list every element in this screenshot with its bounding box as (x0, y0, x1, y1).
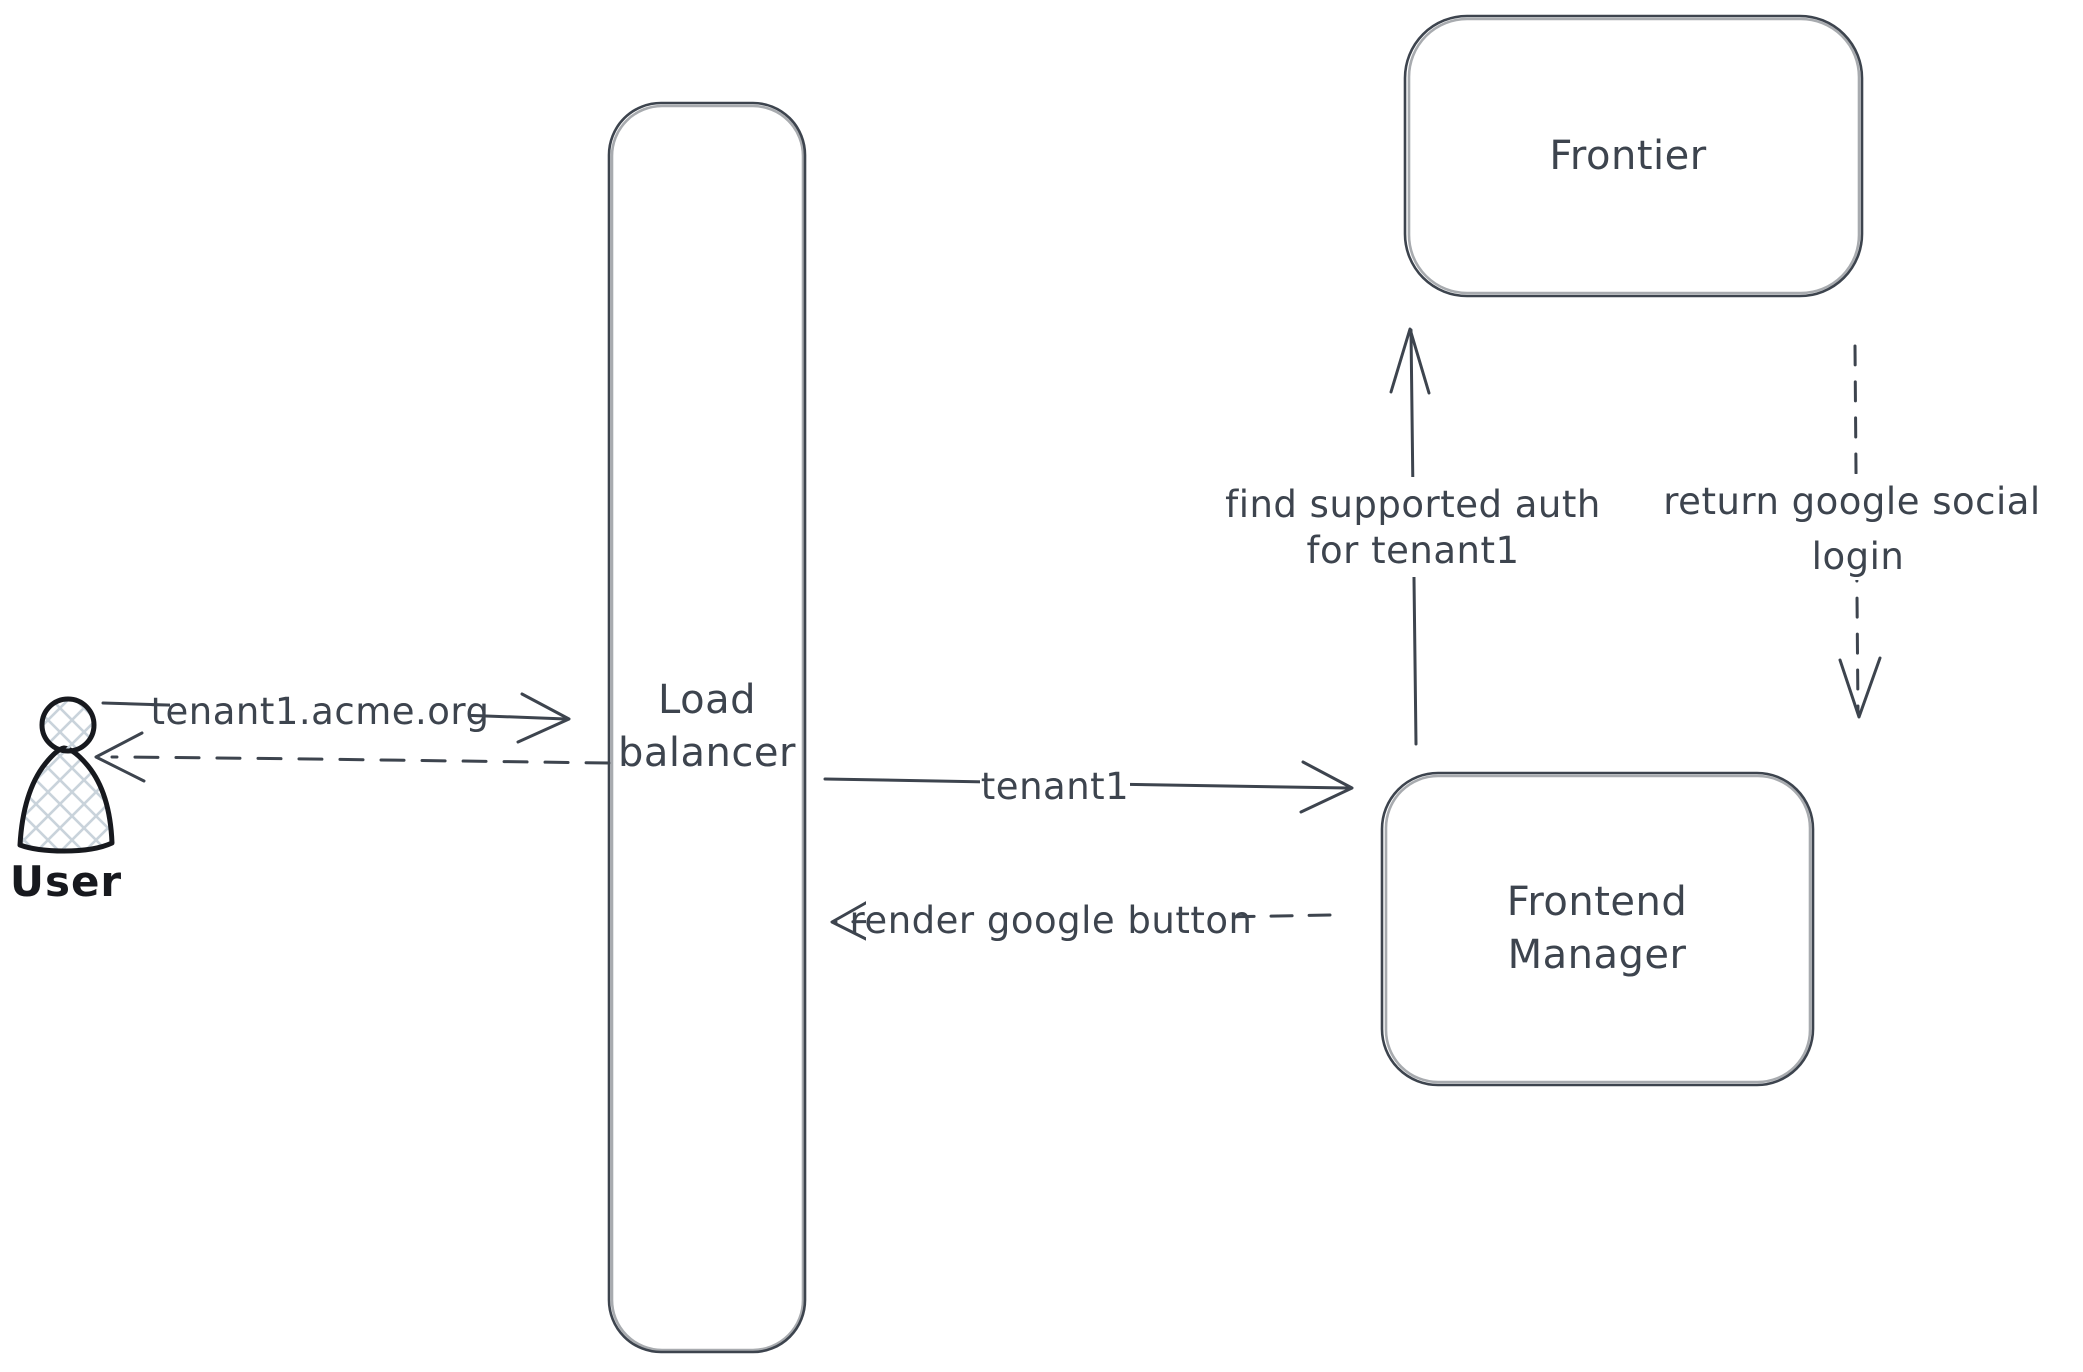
arrow-frontend-manager-to-frontier: find supported auth for tenant1 (1207, 327, 1621, 746)
frontend-manager-label-line2: Manager (1508, 932, 1687, 978)
arrow-load-balancer-to-user-line (110, 755, 611, 765)
arrow-load-balancer-to-frontend-manager-label-bg (980, 758, 1130, 810)
frontier-box-sketch-line (1407, 17, 1861, 295)
arrow-frontier-to-frontend-manager-label-line2: login (1812, 535, 1905, 578)
frontier-box (1403, 14, 1864, 298)
arrow-user-to-load-balancer: tenant1.acme.org (101, 681, 571, 744)
arrow-frontend-manager-to-load-balancer: render google button (830, 888, 1332, 948)
arrow-load-balancer-to-frontend-manager-head (1299, 760, 1354, 814)
arrow-user-to-load-balancer-label-bg (170, 681, 470, 735)
frontend-manager-box-sketch-line (1384, 774, 1812, 1084)
arrow-load-balancer-to-user (94, 731, 611, 783)
arrow-frontend-manager-to-load-balancer-head (830, 894, 882, 948)
frontier-node: Frontier (1403, 14, 1864, 298)
arrow-frontier-to-frontend-manager-label-line1: return google social (1663, 480, 2040, 523)
arrow-user-to-load-balancer-head (516, 692, 571, 744)
arrow-user-to-load-balancer-label: tenant1.acme.org (151, 690, 490, 733)
arrow-frontier-to-frontend-manager: return google social login (1652, 344, 2056, 719)
user-label: User (10, 857, 122, 906)
load-balancer-label-line2: balancer (618, 730, 796, 776)
arrow-frontier-to-frontend-manager-head (1838, 656, 1882, 719)
arrow-load-balancer-to-frontend-manager: tenant1 (823, 758, 1354, 814)
frontend-manager-label-line1: Frontend (1507, 879, 1688, 925)
arrow-load-balancer-to-frontend-manager-label: tenant1 (981, 765, 1129, 808)
user-body-icon (17, 745, 115, 854)
user-actor: User (10, 696, 122, 906)
arrow-load-balancer-to-user-head (94, 731, 146, 783)
load-balancer-node: Load balancer (607, 101, 807, 1354)
arrow-frontend-manager-to-frontier-label-line2: for tenant1 (1306, 529, 1519, 572)
load-balancer-label-line1: Load (658, 677, 756, 723)
user-head-icon (39, 696, 97, 754)
arrow-frontend-manager-to-frontier-label-bg (1207, 477, 1621, 577)
arrow-frontier-to-frontend-manager-label-bg (1652, 474, 2056, 580)
frontier-label: Frontier (1549, 133, 1706, 179)
load-balancer-box (607, 101, 807, 1354)
arrow-frontend-manager-to-load-balancer-label: render google button (850, 899, 1253, 942)
frontend-manager-box (1380, 771, 1815, 1087)
arrow-frontend-manager-to-frontier-head (1389, 327, 1431, 395)
arrow-frontend-manager-to-load-balancer-label-bg (866, 888, 1236, 948)
frontend-manager-node: Frontend Manager (1380, 771, 1815, 1087)
load-balancer-box-sketch-line (610, 104, 805, 1352)
arrow-frontend-manager-to-frontier-label-line1: find supported auth (1225, 483, 1601, 526)
